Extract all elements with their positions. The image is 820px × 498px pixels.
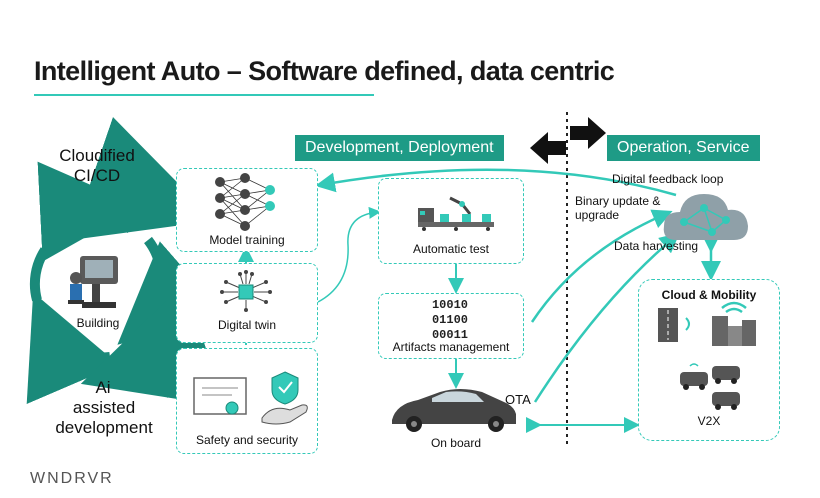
- model-training-label: Model training: [209, 233, 285, 247]
- digital-twin-box: [176, 263, 318, 343]
- cloud-mobility-box: [638, 279, 780, 441]
- cloudified-label: Cloudified CI/CD: [59, 146, 135, 185]
- title-underline: [34, 94, 374, 96]
- artifacts-label: Artifacts management: [392, 340, 510, 354]
- binary-update-label: Binary update & upgrade: [575, 194, 661, 222]
- v2x-label: V2X: [697, 414, 721, 428]
- binary-update-arrow: [530, 209, 673, 323]
- data-harvesting-label: Data harvesting: [614, 239, 699, 253]
- automatic-test-label: Automatic test: [412, 242, 490, 256]
- automatic-test-box: [378, 178, 524, 264]
- wndrvr-logo: WNDRVR: [30, 470, 114, 487]
- on-board-label: On board: [430, 436, 482, 450]
- binary-code: 10010 01100 00011: [431, 298, 468, 342]
- feedback-loop-arrow: [315, 168, 677, 197]
- cycle-arrow-left: [29, 247, 50, 302]
- arrow-twin-test: [317, 206, 381, 303]
- data-harvesting-arrow: [533, 232, 680, 403]
- phase-arrow-left: [530, 132, 566, 164]
- ai-label-rest: assisted development: [55, 398, 153, 437]
- cicd-arrow: [70, 117, 215, 241]
- phase-arrow-right: [570, 117, 606, 149]
- cycle-arrow-right: [117, 236, 226, 345]
- artifacts-box: [378, 293, 524, 359]
- ai-arrow: [80, 282, 225, 407]
- banner-development: Development, Deployment: [295, 135, 504, 161]
- ota-label: OTA: [505, 392, 531, 407]
- cycle-arrow-top: [37, 161, 140, 262]
- building-label: Building: [76, 316, 120, 330]
- cloud-mobility-label: Cloud & Mobility: [661, 288, 757, 302]
- slide-title: Intelligent Auto – Software defined, dat…: [34, 56, 615, 86]
- feedback-loop-label: Digital feedback loop: [612, 172, 724, 186]
- ai-label: Ai: [95, 378, 111, 397]
- digital-twin-label: Digital twin: [217, 318, 277, 332]
- banner-operation: Operation, Service: [607, 135, 760, 161]
- safety-label: Safety and security: [195, 433, 299, 447]
